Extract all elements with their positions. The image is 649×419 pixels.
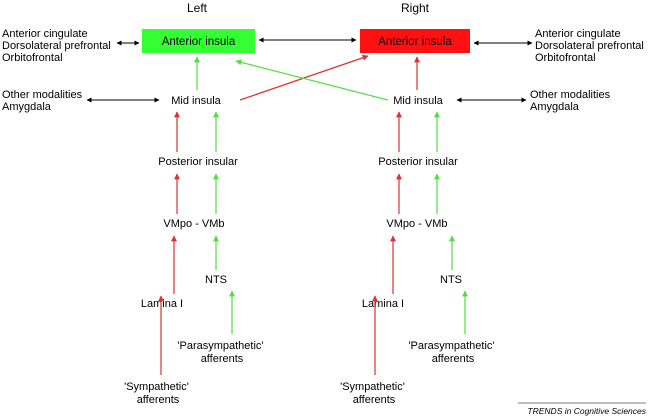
left-nts: NTS [205, 274, 227, 286]
right-modalities-1: Other modalities [530, 89, 611, 101]
left-modalities-1: Other modalities [2, 89, 83, 101]
right-symp-2: afferents [353, 394, 396, 406]
left-cortical-targets: Anterior cingulate Dorsolateral prefront… [2, 28, 114, 64]
right-modalities: Other modalities Amygdala [530, 89, 613, 113]
right-nts: NTS [440, 274, 462, 286]
left-symp-2: afferents [137, 394, 180, 406]
right-cortical-1: Anterior cingulate [535, 28, 621, 40]
left-modalities-2: Amygdala [2, 101, 52, 113]
right-cortical-2: Dorsolateral prefrontal [535, 40, 644, 52]
right-symp-1: 'Sympathetic' [340, 381, 405, 393]
right-anterior-insula-label: Anterior insula [378, 36, 452, 48]
right-posterior-insular: Posterior insular [378, 156, 458, 168]
right-mid-to-left-anterior-arrow [235, 59, 389, 101]
header-right: Right [401, 1, 430, 15]
header-left: Left [187, 1, 208, 15]
right-lamina-i: Lamina I [362, 298, 404, 310]
credit-text: TRENDS in Cognitive Sciences [527, 406, 646, 416]
left-anterior-insula-label: Anterior insula [162, 36, 236, 48]
right-anterior-insula-box [360, 29, 470, 53]
right-cortical-targets: Anterior cingulate Dorsolateral prefront… [535, 28, 647, 64]
right-vmpo-vmb: VMpo - VMb [386, 218, 447, 230]
right-modalities-2: Amygdala [530, 101, 580, 113]
left-cortical-2: Dorsolateral prefrontal [2, 40, 111, 52]
left-cortical-3: Orbitofrontal [2, 52, 63, 64]
right-symp-afferents: 'Sympathetic' afferents [340, 381, 408, 406]
right-para-2: afferents [432, 353, 475, 365]
left-lamina-i: Lamina I [141, 298, 183, 310]
left-modalities: Other modalities Amygdala [2, 89, 85, 113]
left-posterior-insular: Posterior insular [158, 156, 238, 168]
right-para-afferents: 'Parasympathetic' afferents [408, 340, 497, 365]
right-cortical-3: Orbitofrontal [535, 52, 596, 64]
left-para-2: afferents [201, 353, 244, 365]
left-para-1: 'Parasympathetic' [177, 340, 263, 352]
right-para-1: 'Parasympathetic' [408, 340, 494, 352]
left-vmpo-vmb: VMpo - VMb [163, 218, 224, 230]
left-para-afferents: 'Parasympathetic' afferents [177, 340, 266, 365]
left-symp-afferents: 'Sympathetic' afferents [124, 381, 192, 406]
left-cortical-1: Anterior cingulate [2, 28, 88, 40]
right-mid-insula: Mid insula [393, 95, 443, 107]
left-symp-1: 'Sympathetic' [124, 381, 189, 393]
left-mid-insula: Mid insula [171, 95, 221, 107]
left-anterior-insula-box [142, 29, 255, 53]
